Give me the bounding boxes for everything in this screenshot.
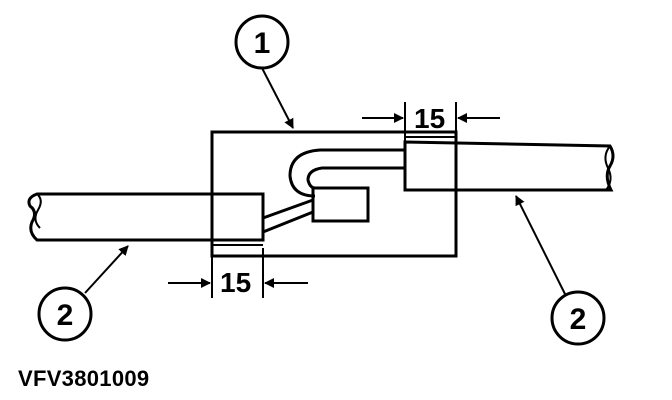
dim-bottom-label: 15 (220, 267, 251, 298)
callout-label-2-left: 2 (57, 299, 74, 332)
left-cable-end-detail (34, 193, 42, 229)
callout-label-2-right: 2 (570, 303, 587, 336)
callout-circle-2-left (37, 286, 93, 342)
right-cable (403, 140, 615, 192)
left-cable (27, 192, 265, 242)
right-cable-end-detail (604, 145, 612, 191)
callout-leader-2-right (515, 195, 566, 295)
callout-label-1: 1 (254, 27, 271, 60)
callout-leader-1 (261, 67, 294, 129)
figure-reference-code: VFV3801009 (18, 366, 150, 391)
wire-left-lower (262, 210, 314, 234)
wire-left-upper (262, 198, 314, 220)
callout-circle-2-right (550, 290, 606, 346)
wire-curved-inner (306, 166, 405, 190)
connector-block (311, 186, 370, 223)
wire-curved (288, 148, 405, 198)
dim-top-label: 15 (414, 103, 445, 134)
callout-leader-2-left (84, 245, 129, 294)
